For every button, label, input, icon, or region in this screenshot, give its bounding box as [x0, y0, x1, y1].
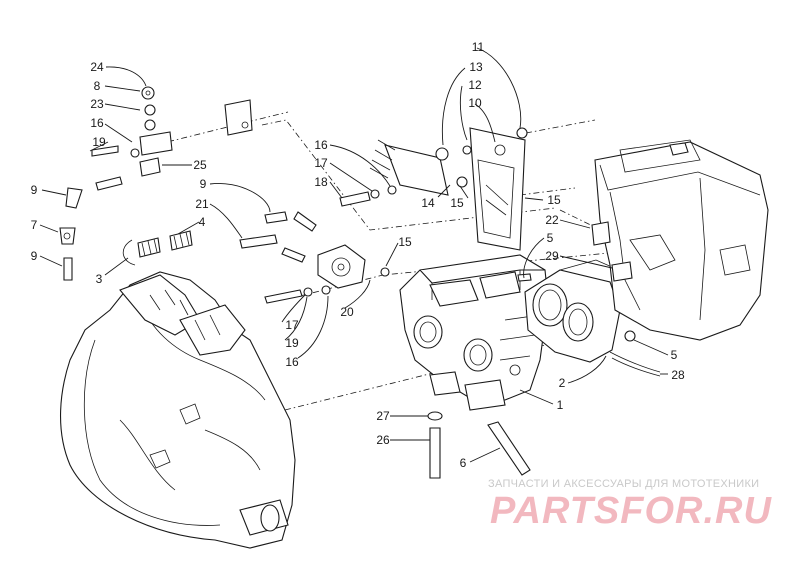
callout-8: 8: [94, 79, 101, 93]
airbox: [524, 259, 631, 363]
small-hardware: [517, 221, 661, 377]
callout-18: 18: [314, 175, 328, 189]
throttle-bracket: [339, 139, 468, 207]
callout-labels: 24 8 23 16 19 25 9 7 9 3 9 21 4 16 17 18…: [31, 40, 685, 470]
callout-15: 15: [547, 193, 561, 207]
watermark-tagline: ЗАПЧАСТИ И АКСЕССУАРЫ ДЛЯ МОТОТЕХНИКИ: [488, 478, 760, 490]
callout-17: 17: [314, 156, 328, 170]
callout-17: 17: [285, 318, 299, 332]
callout-9: 9: [31, 183, 38, 197]
callout-23: 23: [90, 97, 104, 111]
callout-26: 26: [376, 433, 390, 447]
callout-15: 15: [398, 235, 412, 249]
callout-12: 12: [468, 78, 482, 92]
callout-5: 5: [547, 231, 554, 245]
callout-9: 9: [31, 249, 38, 263]
fuel-hoses: [59, 176, 531, 479]
fuel-fitting: [91, 86, 253, 177]
callout-11: 11: [472, 40, 485, 54]
callout-2: 2: [559, 376, 566, 390]
leader-lines: [39, 47, 669, 463]
callout-1: 1: [557, 398, 564, 412]
carburetor-assembly: [399, 254, 549, 411]
engine-block: [59, 271, 296, 549]
callout-28: 28: [671, 368, 685, 382]
callout-9: 9: [200, 177, 207, 191]
callout-29: 29: [545, 249, 559, 263]
fuel-pump: [264, 244, 390, 304]
callout-20: 20: [340, 305, 354, 319]
callout-10: 10: [468, 96, 482, 110]
callout-13: 13: [469, 60, 483, 74]
callout-14: 14: [421, 196, 435, 210]
callout-6: 6: [460, 456, 467, 470]
callout-21: 21: [195, 197, 209, 211]
watermark-logo: PARTSFOR.RU: [490, 490, 772, 532]
callout-24: 24: [90, 60, 104, 74]
callout-16: 16: [90, 116, 104, 130]
callout-27: 27: [376, 409, 390, 423]
callout-7: 7: [31, 218, 38, 232]
mounting-bracket: [462, 127, 528, 251]
callout-22: 22: [545, 213, 559, 227]
callout-16: 16: [314, 138, 328, 152]
callout-3: 3: [96, 272, 103, 286]
callout-19: 19: [285, 336, 299, 350]
callout-4: 4: [199, 215, 206, 229]
callout-5: 5: [671, 348, 678, 362]
callout-25: 25: [193, 158, 207, 172]
callout-19: 19: [92, 135, 106, 149]
fuel-tank: [594, 139, 769, 341]
callout-15: 15: [450, 196, 464, 210]
callout-16: 16: [285, 355, 299, 369]
